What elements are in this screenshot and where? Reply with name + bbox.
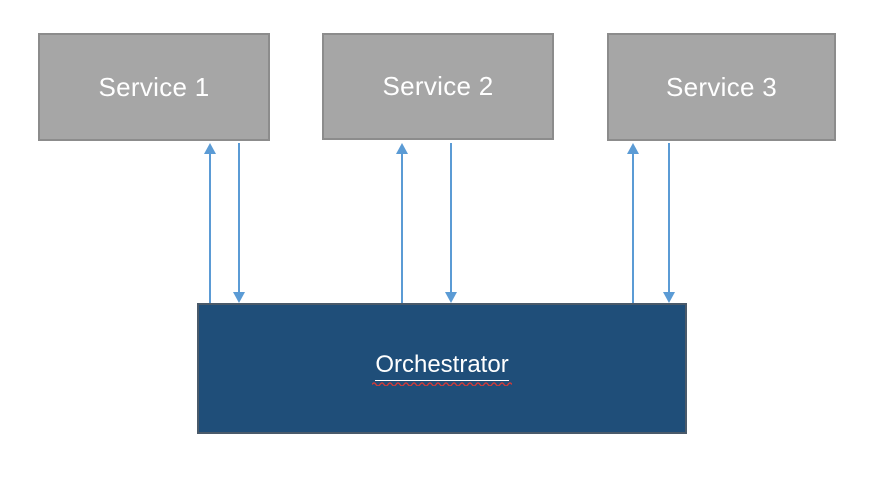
node-orchestrator: Orchestrator — [197, 303, 687, 434]
node-service-3: Service 3 — [607, 33, 836, 141]
node-service-1: Service 1 — [38, 33, 270, 141]
arrow-shaft — [450, 143, 452, 294]
arrowhead-down-icon — [663, 292, 675, 303]
node-orchestrator-label: Orchestrator — [375, 351, 509, 381]
arrow-shaft — [668, 143, 670, 294]
arrow-service3-to-orchestrator-icon — [663, 143, 675, 303]
arrowhead-up-icon — [627, 143, 639, 154]
node-orchestrator-label-wrap: Orchestrator — [372, 351, 512, 386]
arrow-service2-to-orchestrator-icon — [445, 143, 457, 303]
arrowhead-up-icon — [396, 143, 408, 154]
node-service-3-label: Service 3 — [665, 71, 778, 102]
node-service-2-label: Service 2 — [382, 71, 494, 101]
arrow-shaft — [401, 152, 403, 303]
arrow-shaft — [238, 143, 240, 294]
arrow-service1-to-orchestrator-icon — [233, 143, 245, 303]
arrow-orchestrator-to-service3-icon — [627, 143, 639, 303]
node-service-1-label: Service 1 — [98, 71, 210, 102]
arrowhead-down-icon — [445, 292, 457, 303]
arrow-shaft — [209, 152, 211, 303]
arrowhead-down-icon — [233, 292, 245, 303]
arrow-shaft — [632, 152, 634, 303]
arrow-orchestrator-to-service1-icon — [204, 143, 216, 303]
arrowhead-up-icon — [204, 143, 216, 154]
arrow-orchestrator-to-service2-icon — [396, 143, 408, 303]
spellcheck-squiggle-icon — [372, 382, 512, 386]
node-service-2: Service 2 — [322, 33, 554, 140]
